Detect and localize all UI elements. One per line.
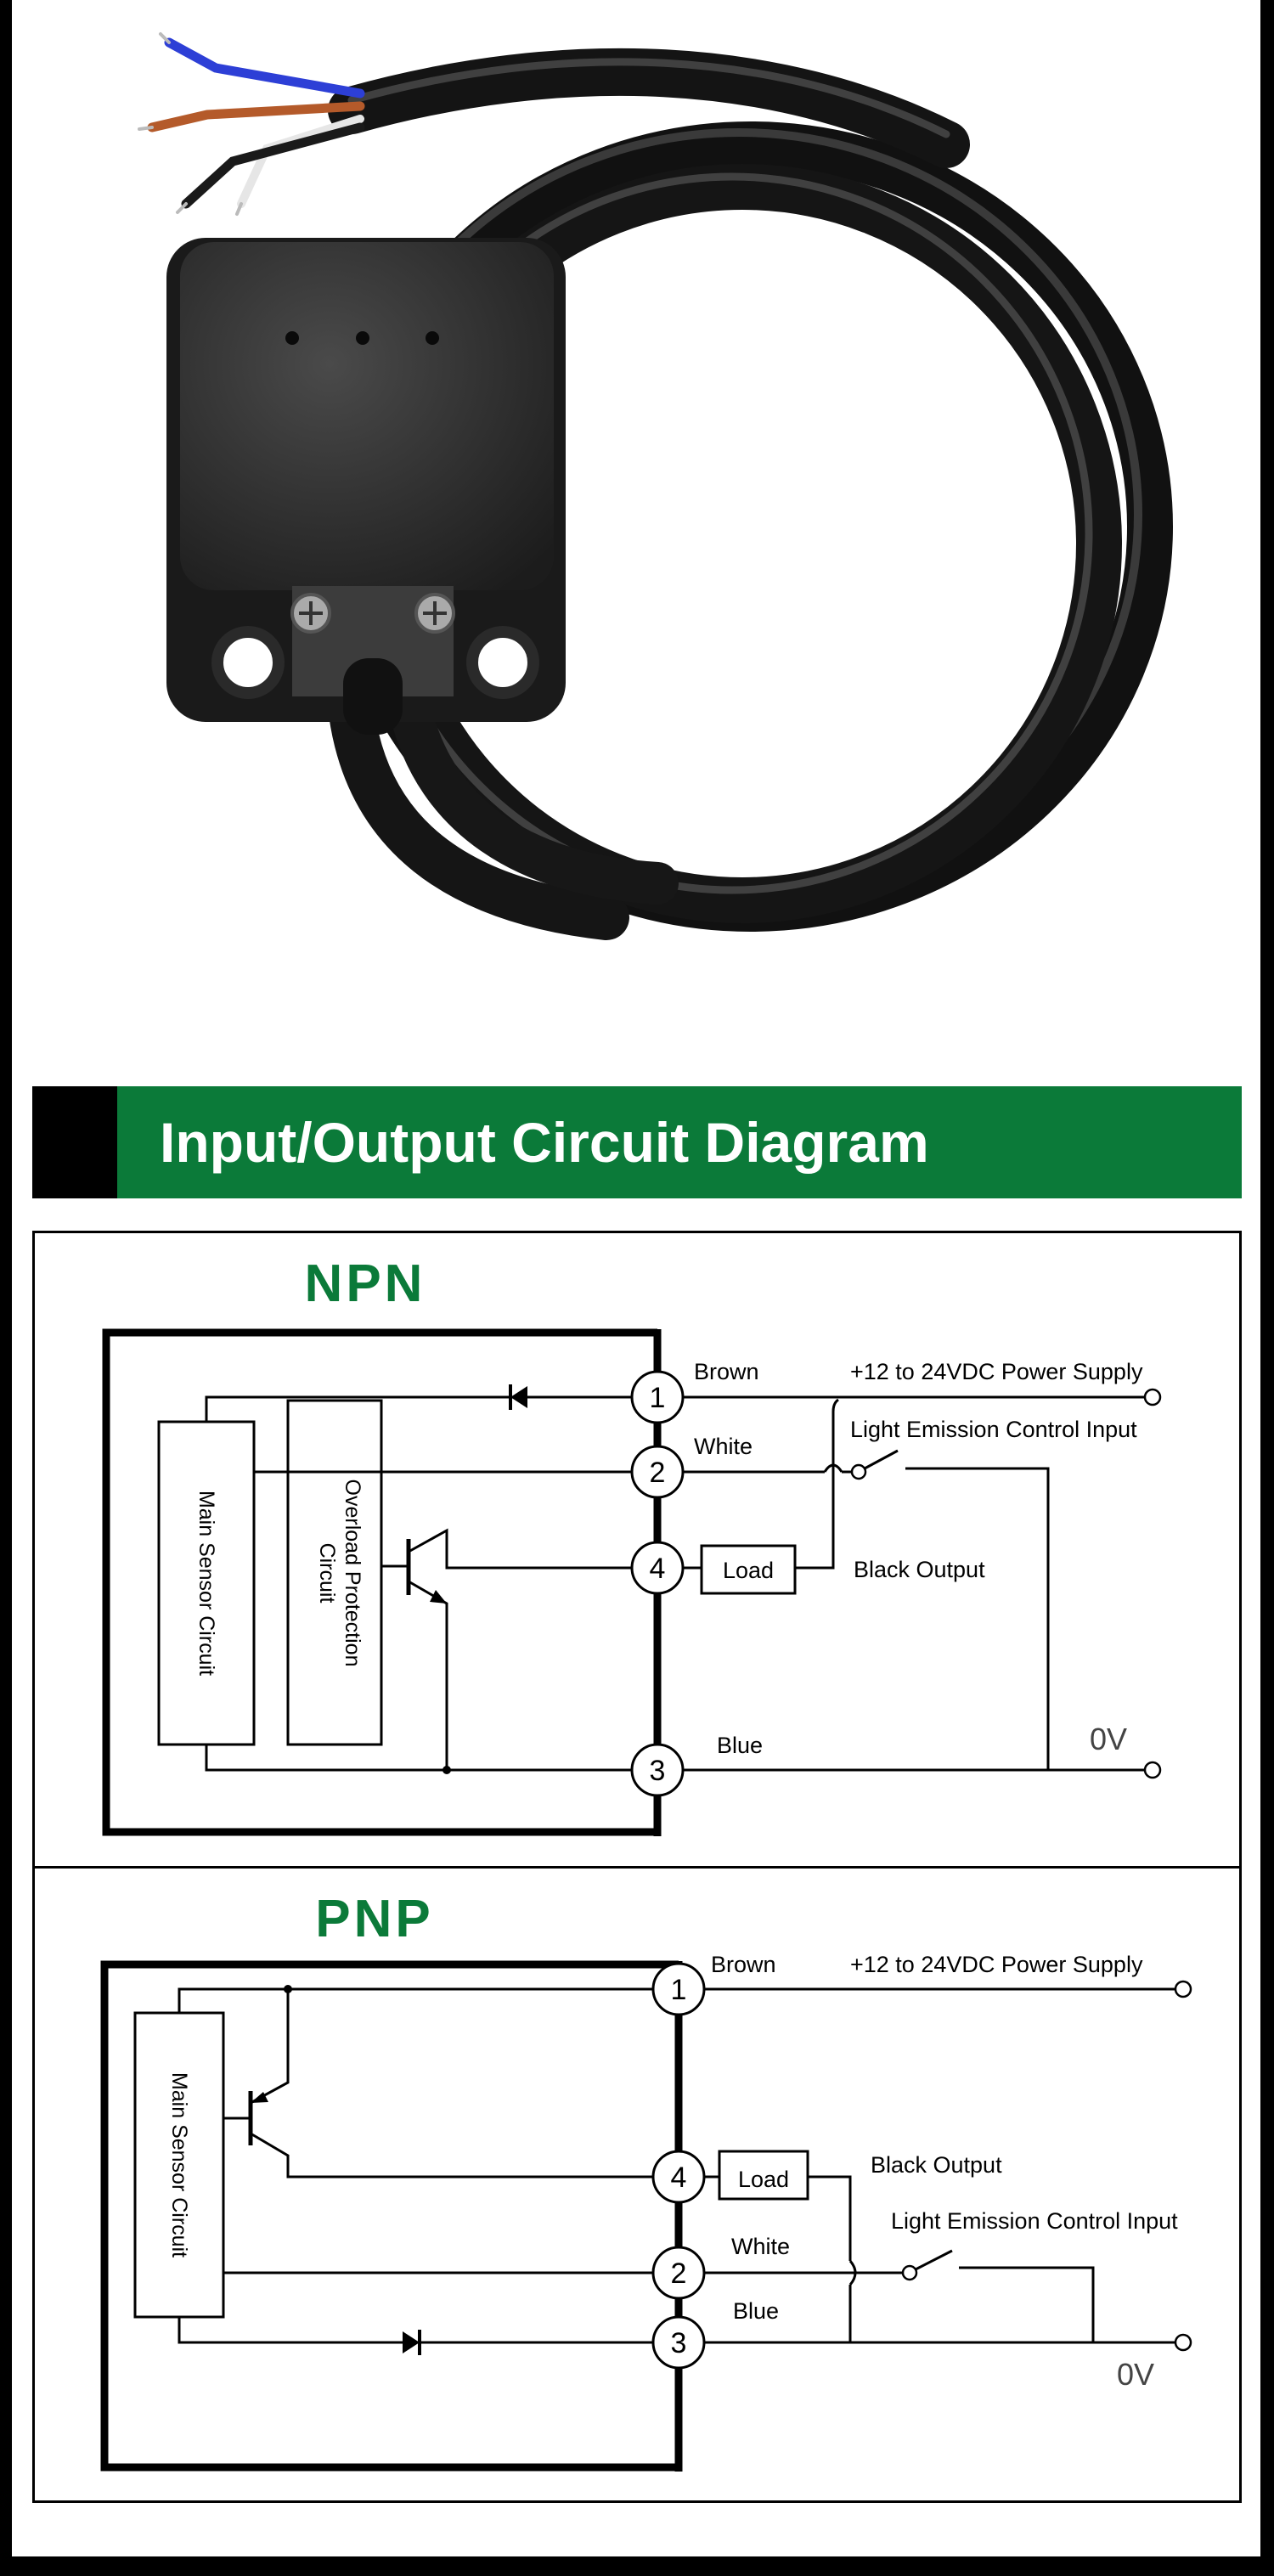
svg-text:2: 2 xyxy=(650,1457,666,1489)
npn-zero-volt: 0V xyxy=(1090,1722,1127,1756)
svg-text:3: 3 xyxy=(671,2327,687,2359)
pnp-supply-label: +12 to 24VDC Power Supply xyxy=(850,1952,1143,1977)
banner-accent-block xyxy=(32,1086,117,1198)
npn-terminal-1: 1 xyxy=(630,1370,685,1424)
section-banner: Input/Output Circuit Diagram xyxy=(32,1086,1242,1198)
svg-text:3: 3 xyxy=(650,1755,666,1787)
pnp-load-label: Load xyxy=(738,2167,789,2192)
transistor-arrow-icon xyxy=(251,2092,268,2103)
pnp-terminal-2: 2 xyxy=(651,2246,706,2300)
svg-text:1: 1 xyxy=(650,1382,666,1414)
pnp-terminal-4: 4 xyxy=(651,2150,706,2204)
svg-text:2: 2 xyxy=(671,2258,687,2290)
svg-text:4: 4 xyxy=(650,1553,666,1585)
npn-overload-label-1: Overload Protection xyxy=(341,1480,364,1667)
npn-load-label: Load xyxy=(723,1558,774,1583)
svg-text:1: 1 xyxy=(671,1974,687,2006)
pnp-emission-label: Light Emission Control Input xyxy=(891,2208,1178,2234)
pnp-output-label: Black Output xyxy=(871,2152,1002,2178)
pnp-wire-brown: Brown xyxy=(711,1952,776,1977)
transistor-arrow-icon xyxy=(430,1590,447,1604)
npn-diagram: 1 2 4 3 NPN Main Sensor Circuit Overload… xyxy=(102,1254,1162,1836)
banner-title: Input/Output Circuit Diagram xyxy=(160,1111,929,1174)
svg-text:4: 4 xyxy=(671,2162,687,2194)
pnp-wire-blue: Blue xyxy=(733,2298,779,2324)
cable-icon xyxy=(328,48,1173,940)
pnp-diagram: 1 4 2 3 PNP Main Sensor Circuit Brown Wh… xyxy=(100,1890,1192,2472)
npn-overload-label-2: Circuit xyxy=(315,1543,339,1604)
circuit-diagram-frame: 1 2 4 3 NPN Main Sensor Circuit Overload… xyxy=(32,1231,1242,2503)
npn-terminal-2: 2 xyxy=(630,1445,685,1499)
npn-main-sensor-label: Main Sensor Circuit xyxy=(194,1491,218,1676)
pnp-terminal-1: 1 xyxy=(651,1962,706,2016)
product-page: Input/Output Circuit Diagram xyxy=(12,0,1260,2556)
sensor-photo xyxy=(12,0,1260,1070)
npn-output-label: Black Output xyxy=(854,1557,985,1582)
npn-heading: NPN xyxy=(305,1254,426,1313)
pnp-heading: PNP xyxy=(315,1890,433,1948)
npn-terminal-4: 4 xyxy=(630,1541,685,1595)
npn-wire-white: White xyxy=(694,1434,753,1459)
wire-leads-icon xyxy=(138,32,365,216)
npn-wire-blue: Blue xyxy=(717,1733,763,1758)
frame-divider xyxy=(35,1866,1239,1869)
pnp-wire-white: White xyxy=(731,2234,790,2259)
sensor-body-icon xyxy=(166,238,566,735)
diode-icon xyxy=(403,2331,420,2353)
npn-terminal-3: 3 xyxy=(630,1743,685,1797)
npn-supply-label: +12 to 24VDC Power Supply xyxy=(850,1359,1143,1384)
npn-emission-label: Light Emission Control Input xyxy=(850,1417,1137,1442)
diode-icon xyxy=(510,1386,527,1408)
npn-wire-brown: Brown xyxy=(694,1359,759,1384)
pnp-main-sensor-label: Main Sensor Circuit xyxy=(167,2072,191,2258)
pnp-terminal-3: 3 xyxy=(651,2315,706,2370)
pnp-zero-volt: 0V xyxy=(1117,2357,1154,2392)
